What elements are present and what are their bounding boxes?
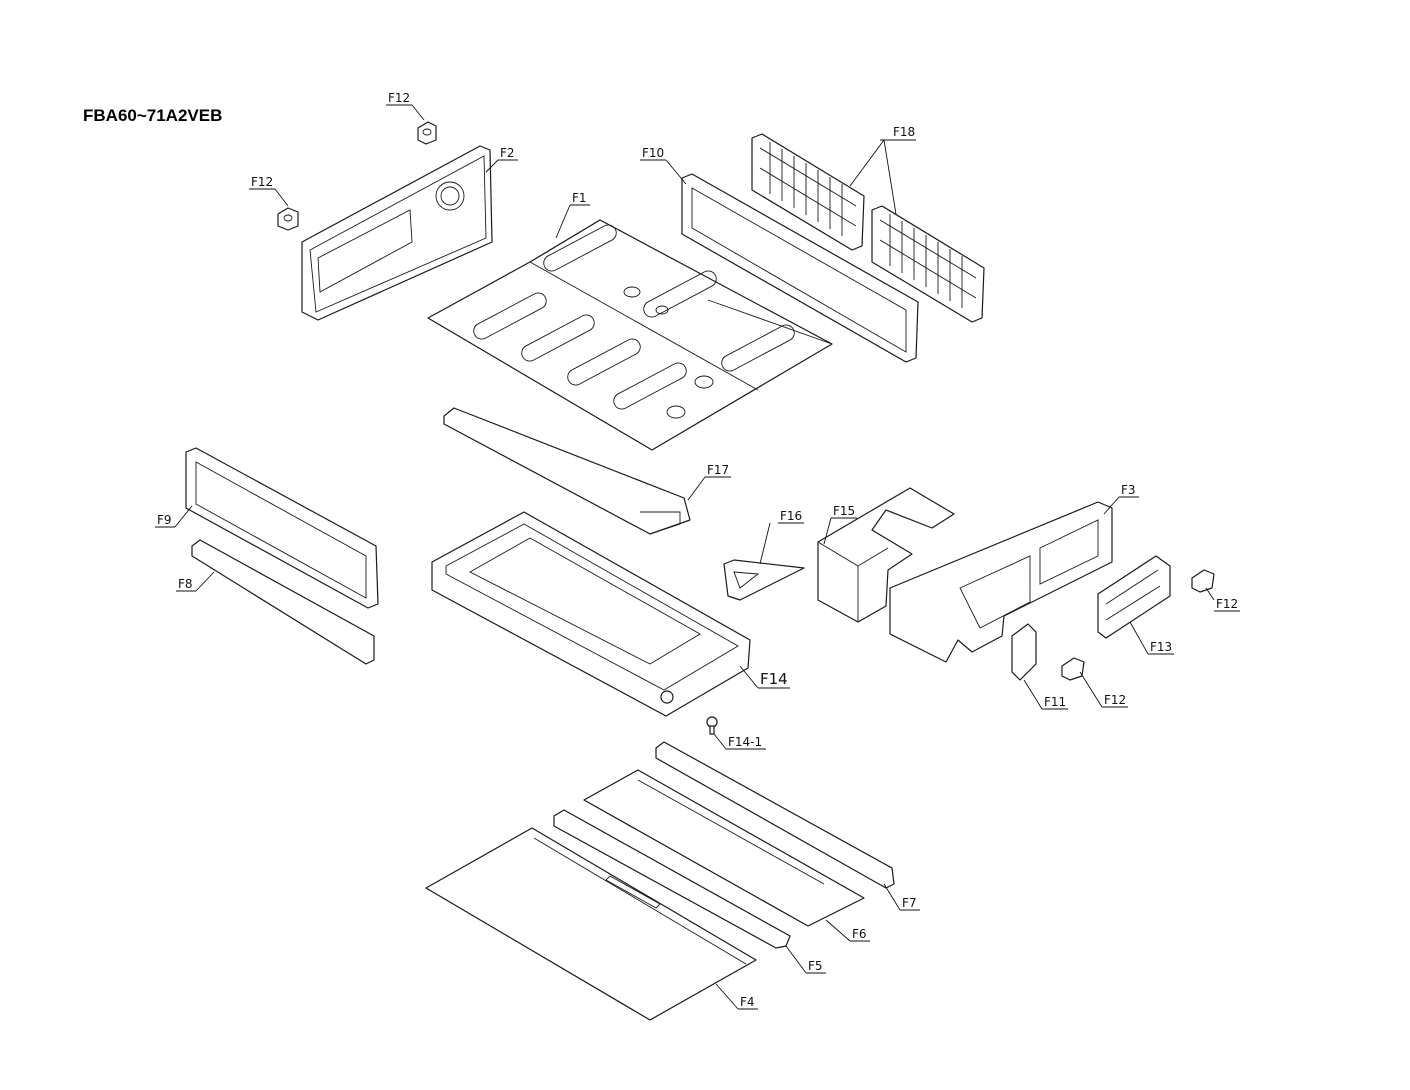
part-f13-pcb-plate [1097, 555, 1171, 639]
label-f14: F14 [760, 670, 788, 688]
part-f12-clip-top [417, 121, 437, 145]
label-f5: F5 [808, 959, 823, 973]
callout-f7: F7 [883, 883, 920, 911]
label-f3: F3 [1121, 483, 1136, 497]
part-f9-front-frame [185, 447, 379, 609]
callout-f12-center: F12 [1079, 671, 1128, 708]
callout-f10: F10 [640, 146, 687, 185]
callout-f6: F6 [825, 919, 870, 942]
label-f12-top: F12 [388, 91, 410, 105]
callout-f12-right: F12 [1205, 587, 1240, 612]
label-f1: F1 [572, 191, 587, 205]
callout-f4: F4 [715, 983, 758, 1010]
callout-f12-top: F12 [386, 91, 425, 121]
callout-f15: F15 [823, 504, 857, 545]
label-f6: F6 [852, 927, 867, 941]
part-f3-back-panel [889, 501, 1113, 663]
part-f4-bottom-plate [425, 827, 757, 1021]
label-f17: F17 [707, 463, 729, 477]
label-f4: F4 [740, 995, 755, 1009]
part-f1-top-plate [427, 219, 833, 451]
part-f12-clip-center [1061, 657, 1085, 681]
callout-f1: F1 [555, 191, 590, 239]
model-title: FBA60~71A2VEB [83, 106, 223, 125]
part-f8-rail [191, 539, 375, 665]
label-f10: F10 [642, 146, 664, 160]
part-f7-rail [655, 741, 895, 889]
callout-f8: F8 [176, 571, 215, 592]
label-f9: F9 [157, 513, 172, 527]
part-f16-bracket [723, 559, 805, 601]
label-f15: F15 [833, 504, 855, 518]
part-f12-clip-left [277, 207, 299, 231]
callout-f13: F13 [1129, 621, 1174, 655]
callout-f5: F5 [785, 945, 826, 974]
label-f2: F2 [500, 146, 515, 160]
label-f14-1: F14-1 [728, 735, 762, 749]
callout-f12-left: F12 [249, 175, 289, 207]
label-f8: F8 [178, 577, 193, 591]
part-f18-filter-left [751, 133, 865, 251]
part-f14-1-plug [706, 716, 718, 735]
label-f18: F18 [893, 125, 915, 139]
part-f11-small-plate [1011, 623, 1037, 681]
callout-f18: F18 [849, 125, 916, 215]
label-f13: F13 [1150, 640, 1172, 654]
part-f10-frame [681, 173, 919, 363]
part-f15-box [817, 487, 955, 623]
callout-f17: F17 [687, 463, 731, 501]
callout-f16: F16 [759, 509, 804, 565]
part-f12-clip-right [1191, 569, 1215, 593]
part-f2-side-panel [301, 145, 493, 321]
label-f12-right: F12 [1216, 597, 1238, 611]
callout-f14-1: F14-1 [713, 733, 766, 750]
part-f17-bracket [443, 407, 691, 535]
label-f16: F16 [780, 509, 802, 523]
label-f7: F7 [902, 896, 917, 910]
label-f12-center: F12 [1104, 693, 1126, 707]
callout-f11: F11 [1023, 679, 1068, 710]
callout-f9: F9 [155, 505, 193, 528]
callout-f2: F2 [485, 146, 518, 173]
callout-f14: F14 [739, 665, 790, 689]
part-f18-filter-right [871, 205, 985, 323]
part-f14-drain-pan [431, 511, 751, 717]
part-f6-cover [583, 769, 865, 927]
label-f12-left: F12 [251, 175, 273, 189]
callout-f3: F3 [1103, 483, 1139, 515]
label-f11: F11 [1044, 695, 1066, 709]
